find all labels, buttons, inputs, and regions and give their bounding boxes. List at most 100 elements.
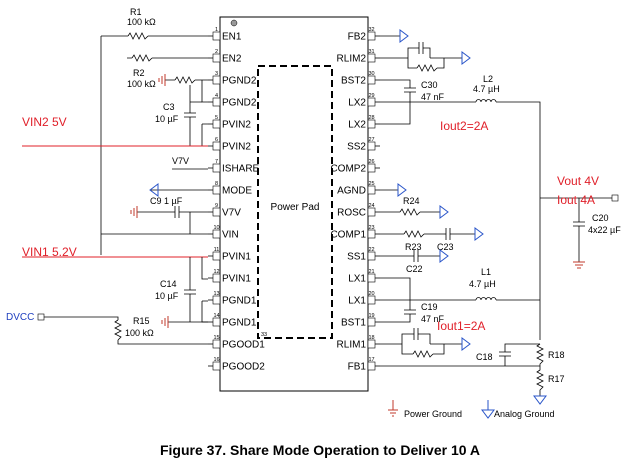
- right-pin-label: SS2: [347, 142, 366, 153]
- c3-wire: [189, 85, 202, 146]
- r1-value: 100 kΩ: [127, 17, 156, 27]
- c9-label: C9 1 µF: [150, 196, 183, 206]
- right-pin-label: LX2: [348, 120, 366, 131]
- rlim2-resistor: [416, 64, 438, 72]
- left-pin-box: [212, 31, 221, 41]
- right-pin-number: 27: [368, 137, 374, 143]
- c9-ground-symbol: [130, 206, 138, 218]
- rlim2-capacitor: [418, 42, 424, 54]
- pvin1-tie: [201, 257, 208, 280]
- legend-power-ground-symbol: [388, 400, 398, 417]
- pgnd1-ground-symbol: [161, 316, 169, 328]
- left-pin-box: [212, 251, 221, 261]
- right-pin-box: [367, 185, 376, 195]
- r23-resistor: [403, 230, 425, 238]
- left-pin-label: ISHARE: [222, 164, 260, 175]
- r2-name: R2: [133, 68, 145, 78]
- dvcc-label: DVCC: [6, 312, 34, 323]
- power-pad-label: Power Pad: [271, 202, 320, 213]
- left-pin-label: EN1: [222, 32, 242, 43]
- mode-analog-ground: [149, 183, 159, 197]
- right-pin-group: 32FB231RLIM230BST229LX228LX227SS226COMP2…: [330, 27, 380, 373]
- left-pin-number: 14: [213, 313, 219, 319]
- right-pin-label: RLIM2: [337, 54, 367, 65]
- left-pin-group: 1EN12EN23PGND24PGND25PVIN26PVIN27ISHARE8…: [208, 27, 265, 373]
- left-pin-box: [212, 295, 221, 305]
- right-pin-label: LX1: [348, 296, 366, 307]
- r1-name: R1: [130, 7, 142, 17]
- c23-name: C23: [437, 242, 454, 252]
- l2-name: L2: [483, 74, 493, 84]
- left-pin-number: 15: [213, 335, 219, 341]
- c3-capacitor: [184, 112, 196, 118]
- left-pin-number: 11: [214, 247, 220, 253]
- r24-name: R24: [403, 196, 420, 206]
- left-pin-label: PVIN2: [222, 142, 251, 153]
- left-pin-label: PGND1: [222, 296, 257, 307]
- right-pin-number: 31: [368, 49, 374, 55]
- lx2-tie: [380, 102, 411, 125]
- left-pin-number: 13: [213, 291, 219, 297]
- right-pin-label: LX2: [348, 98, 366, 109]
- c18-wire: [504, 343, 540, 366]
- right-pin-number: 28: [368, 115, 374, 121]
- rlim2-analog-ground: [461, 51, 471, 65]
- c19-capacitor: [404, 309, 416, 315]
- rlim1-analog-ground: [461, 337, 471, 351]
- l1-inductor: [475, 297, 497, 301]
- right-pin-label: RLIM1: [337, 340, 367, 351]
- pgnd2-tie: [201, 80, 208, 103]
- c30-name: C30: [421, 80, 438, 90]
- lx1-tie: [380, 277, 411, 300]
- vin2-label: VIN2 5V: [22, 115, 67, 129]
- right-pin-number: 24: [368, 203, 374, 209]
- iout1-label: Iout1=2A: [437, 319, 485, 333]
- lx2-wire: [380, 101, 541, 340]
- left-pin-label: PGND2: [222, 98, 257, 109]
- right-pin-box: [367, 207, 376, 217]
- right-pin-number: 22: [368, 247, 374, 253]
- rlim1-resistor: [412, 350, 434, 358]
- c20-power-ground: [573, 261, 585, 269]
- left-pin-label: PGND2: [222, 76, 257, 87]
- right-pin-label: COMP2: [330, 164, 366, 175]
- left-pin-box: [212, 317, 221, 327]
- left-pin-label: EN2: [222, 54, 242, 65]
- c22-name: C22: [406, 264, 423, 274]
- c19-name: C19: [421, 302, 438, 312]
- r24-resistor: [399, 208, 421, 216]
- left-pin-number: 10: [213, 225, 219, 231]
- left-pin-number: 16: [213, 357, 219, 363]
- agnd-analog-ground: [397, 183, 407, 197]
- c20-capacitor: [573, 221, 585, 227]
- iout2-label: Iout2=2A: [440, 119, 488, 133]
- right-pin-number: 18: [368, 335, 374, 341]
- legend-analog-ground: Analog Ground: [494, 409, 555, 419]
- fb2-analog-ground: [399, 29, 409, 43]
- r1-resistor: [127, 32, 149, 40]
- left-pin-label: MODE: [222, 186, 252, 197]
- v7v-net-label: V7V: [172, 156, 189, 166]
- r17-name: R17: [548, 374, 565, 384]
- left-pin-box: [212, 207, 221, 217]
- c30-value: 47 nF: [421, 92, 445, 102]
- l1-name: L1: [481, 267, 491, 277]
- r2-ground-symbol: [158, 74, 166, 86]
- left-pin-box: [212, 339, 221, 349]
- left-pin-label: V7V: [222, 208, 241, 219]
- right-pin-box: [367, 317, 376, 327]
- right-pin-label: LX1: [348, 274, 366, 285]
- rlim1-wire: [380, 333, 462, 355]
- r2-resistor: [174, 76, 196, 84]
- right-pin-label: ROSC: [337, 208, 366, 219]
- right-pin-label: COMP1: [330, 230, 366, 241]
- c22-capacitor: [413, 250, 419, 262]
- right-pin-box: [367, 361, 376, 371]
- r18-name: R18: [548, 350, 565, 360]
- rosc-analog-ground: [439, 205, 449, 219]
- right-pin-box: [367, 53, 376, 63]
- r17-resistor: [536, 366, 544, 396]
- right-pin-label: SS1: [347, 252, 366, 263]
- ss1-analog-ground: [439, 249, 449, 263]
